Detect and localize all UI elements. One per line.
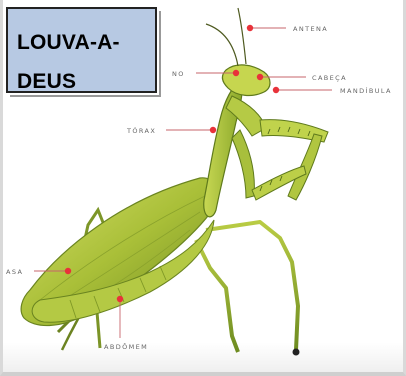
label-abdomen: ABDÔMEM — [104, 342, 148, 351]
marker-antena — [247, 25, 253, 31]
middle-leg — [196, 240, 238, 352]
foreleg-tibia — [288, 134, 322, 200]
marker-cabeca — [257, 74, 263, 80]
head — [222, 65, 270, 96]
foreleg-2 — [232, 130, 254, 198]
marker-abdomen — [117, 296, 123, 302]
label-asa: ASA — [6, 268, 23, 276]
label-antena: ANTENA — [293, 25, 328, 33]
marker-torax — [210, 127, 216, 133]
label-olho: NO — [172, 70, 185, 78]
rear-leg-right — [206, 222, 298, 350]
label-cabeca: CABEÇA — [312, 74, 347, 82]
marker-mandibula — [273, 87, 279, 93]
foot-dot — [293, 349, 300, 356]
label-torax: TÓRAX — [126, 126, 156, 135]
antenna-2 — [238, 8, 246, 64]
marker-asa — [65, 268, 71, 274]
marker-olho — [233, 70, 239, 76]
page-title: LOUVA-A-DEUS — [17, 23, 153, 101]
antenna-1 — [206, 24, 238, 66]
label-mandibula: MANDÍBULA — [340, 86, 392, 95]
title-box: LOUVA-A-DEUS — [6, 7, 157, 93]
